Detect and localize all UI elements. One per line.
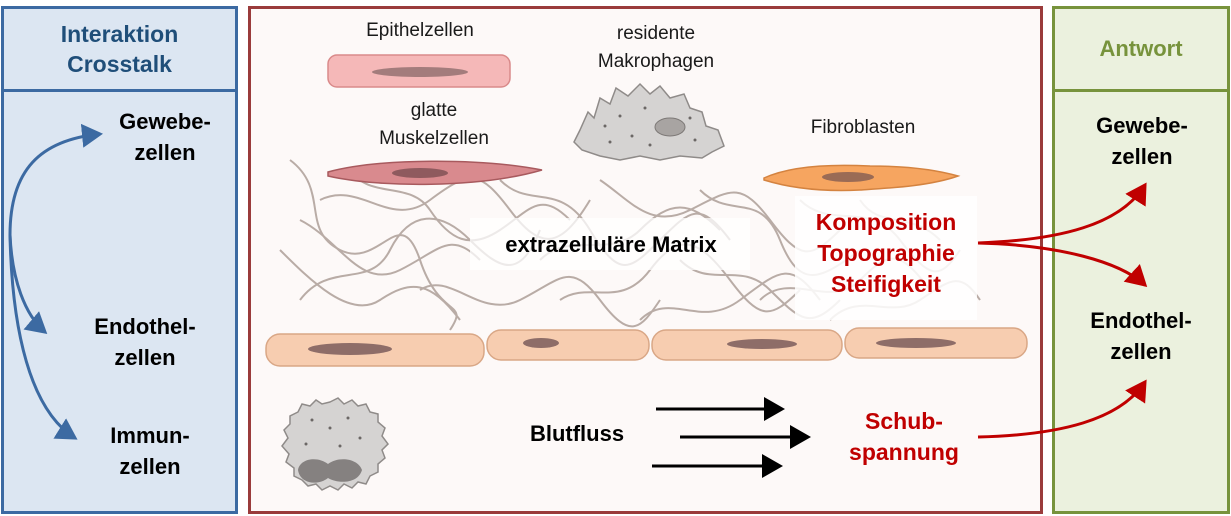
extracellular-matrix-label: extrazelluläre Matrix [505, 232, 717, 257]
left-tissue-cells-label: Gewebe- zellen [119, 109, 211, 165]
bloodflow-label: Blutfluss [529, 421, 625, 446]
interaction-panel: Interaktion Crosstalk [1, 6, 238, 514]
response-panel: Antwort [1052, 6, 1230, 514]
response-panel-header: Antwort [1055, 9, 1227, 92]
interaction-title-line2: Crosstalk [67, 51, 172, 77]
property-composition: Komposition [815, 209, 957, 235]
immune-cell [281, 397, 389, 491]
resident-macrophages-label: residente Makrophagen [597, 23, 715, 72]
smooth-muscle-cell [327, 160, 543, 186]
crosstalk-arrows [8, 123, 103, 440]
epithelial-cell [327, 54, 511, 88]
epithelial-cells-label: Epithelzellen [366, 20, 474, 41]
endothelial-layer [265, 327, 1028, 367]
right-tissue-cells-label: Gewebe- zellen [1096, 113, 1188, 169]
property-topography: Topographie [817, 240, 955, 266]
left-immune-cells-label: Immun- zellen [110, 423, 190, 479]
left-endothelial-cells-label: Endothel- zellen [94, 314, 196, 370]
fibroblasts-label: Fibroblasten [810, 117, 916, 138]
matrix-properties: Komposition Topographie Steifigkeit [796, 207, 976, 300]
right-endothelial-cells-label: Endothel- zellen [1090, 308, 1192, 364]
bloodflow-arrows [652, 397, 811, 478]
fibroblast [763, 164, 961, 192]
interaction-panel-header: Interaktion Crosstalk [4, 9, 235, 92]
smooth-muscle-cells-label: glatte Muskelzellen [379, 100, 489, 149]
interaction-title-line1: Interaktion [60, 21, 179, 47]
response-title: Antwort [1099, 36, 1183, 61]
property-stiffness: Steifigkeit [831, 271, 941, 297]
response-arrows [977, 182, 1148, 439]
shear-stress-label: Schub- spannung [849, 408, 959, 465]
resident-macrophage [573, 82, 725, 161]
